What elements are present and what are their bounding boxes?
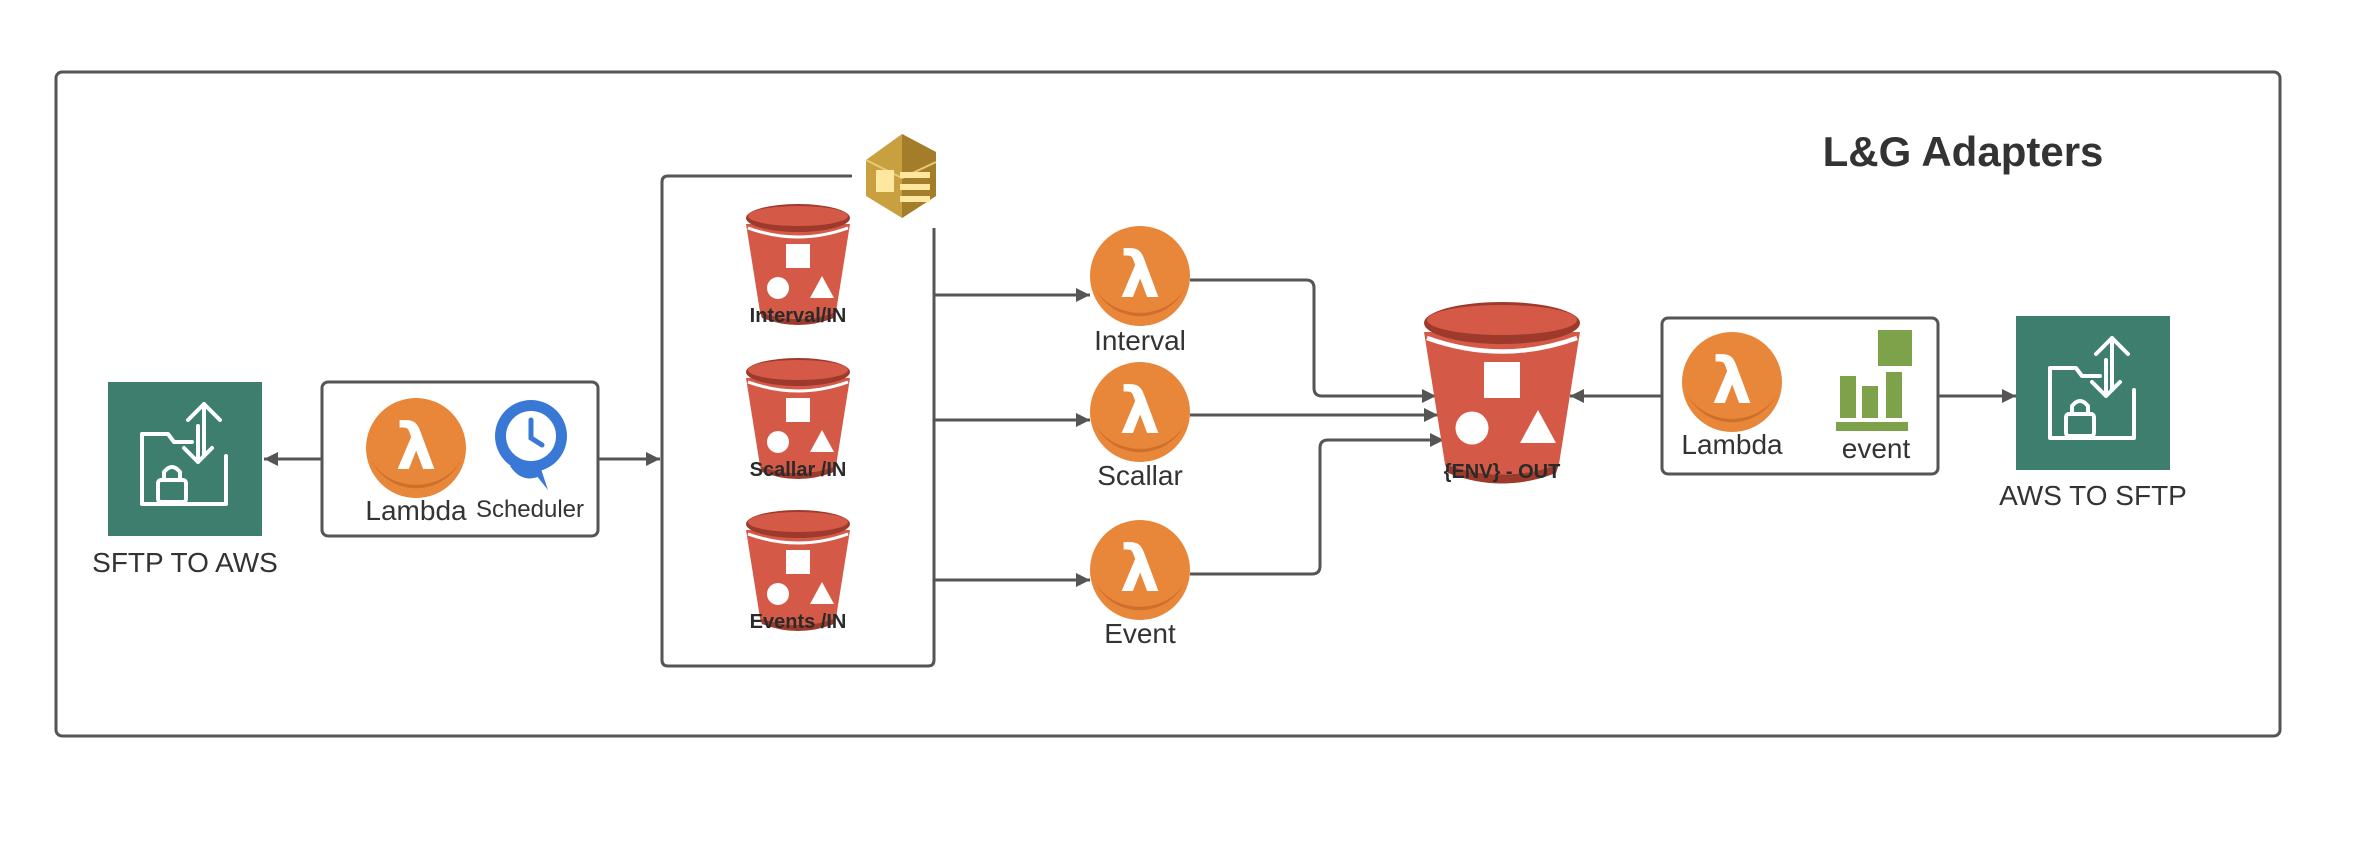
scheduler-clock-icon bbox=[495, 400, 567, 490]
transfer-family-icon bbox=[2014, 314, 2172, 472]
lambda-event-label: Event bbox=[1104, 618, 1176, 649]
lambda-icon bbox=[1090, 226, 1190, 326]
sqs-queue-node[interactable] bbox=[865, 134, 937, 218]
export-lambda-node[interactable]: Lambda bbox=[1681, 332, 1783, 460]
scheduler-node[interactable]: Scheduler bbox=[476, 400, 584, 523]
aws-to-sftp-label: AWS TO SFTP bbox=[1999, 480, 2187, 511]
event-metric-icon bbox=[1836, 330, 1912, 431]
ingest-lambda-node[interactable]: Lambda bbox=[365, 398, 467, 526]
lambda-scallar-label: Scallar bbox=[1097, 460, 1183, 491]
bucket-events-in-label: Events /IN bbox=[750, 611, 847, 633]
transfer-family-icon bbox=[106, 380, 264, 538]
adapters-frame bbox=[54, 70, 2282, 738]
scheduler-label: Scheduler bbox=[476, 496, 584, 523]
s3-bucket-icon bbox=[1424, 302, 1580, 484]
lambda-icon bbox=[1682, 332, 1782, 432]
bucket-scallar-in-label: Scallar /IN bbox=[750, 459, 847, 481]
lambda-icon bbox=[1090, 520, 1190, 620]
lambda-interval-node[interactable]: Interval bbox=[1090, 226, 1190, 356]
bucket-interval-in[interactable]: Interval/IN bbox=[744, 202, 852, 327]
arrow-interval-to-out bbox=[1190, 278, 1436, 403]
sftp-to-aws-label: SFTP TO AWS bbox=[92, 547, 278, 578]
sftp-to-aws-node[interactable]: SFTP TO AWS bbox=[92, 380, 278, 578]
bucket-events-in[interactable]: Events /IN bbox=[744, 508, 852, 633]
bucket-env-out-label: {ENV} - OUT bbox=[1444, 461, 1561, 483]
sqs-queue-icon bbox=[865, 134, 937, 218]
export-lambda-label: Lambda bbox=[1681, 429, 1783, 460]
bucket-interval-in-label: Interval/IN bbox=[750, 305, 847, 327]
diagram-title: L&G Adapters bbox=[1823, 128, 2104, 175]
event-metric-label: event bbox=[1842, 433, 1911, 464]
aws-to-sftp-node[interactable]: AWS TO SFTP bbox=[1999, 314, 2187, 511]
lambda-interval-label: Interval bbox=[1094, 325, 1186, 356]
arrow-event-to-out bbox=[1190, 433, 1444, 576]
lambda-icon bbox=[366, 398, 466, 498]
bucket-env-out[interactable]: {ENV} - OUT bbox=[1424, 302, 1580, 484]
lambda-scallar-node[interactable]: Scallar bbox=[1090, 362, 1190, 491]
event-metric-node[interactable]: event bbox=[1836, 330, 1912, 464]
bucket-scallar-in[interactable]: Scallar /IN bbox=[744, 356, 852, 481]
input-buckets-group bbox=[660, 174, 936, 668]
lambda-icon bbox=[1090, 362, 1190, 462]
ingest-lambda-label: Lambda bbox=[365, 495, 467, 526]
lambda-event-node[interactable]: Event bbox=[1090, 520, 1190, 649]
